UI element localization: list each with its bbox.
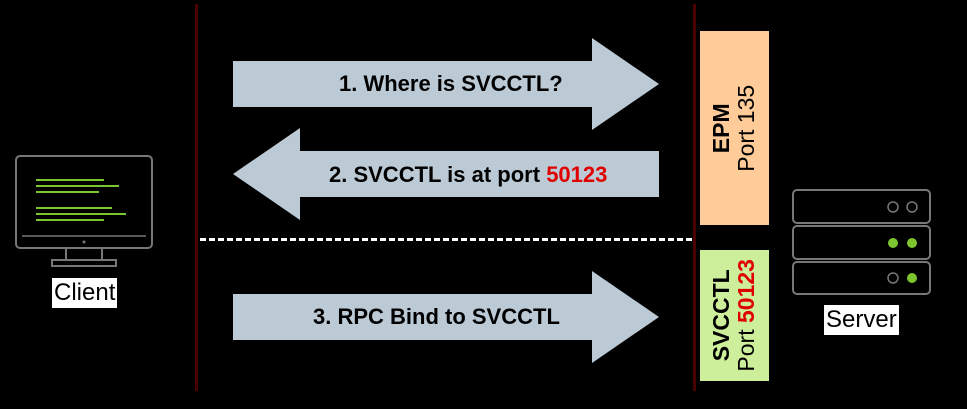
server-label: Server <box>824 305 899 335</box>
svcctl-port: Port 50123 <box>733 259 760 372</box>
server-lifeline <box>693 4 696 391</box>
computer-monitor-icon <box>15 155 153 267</box>
dashed-separator <box>200 238 692 241</box>
arrow-bind-right <box>233 271 659 363</box>
arrow-2-label-text: 2. SVCCTL is at port <box>329 162 547 187</box>
arrow-2-port-highlight: 50123 <box>546 162 608 187</box>
epm-name: EPM <box>708 103 735 153</box>
arrow-request-right <box>233 38 659 130</box>
arrow-1-label: 1. Where is SVCCTL? <box>339 71 563 96</box>
arrow-response-left <box>233 128 659 220</box>
arrow-3-label: 3. RPC Bind to SVCCTL <box>313 304 560 329</box>
svcctl-endpoint-box: SVCCTL Port 50123 <box>700 250 769 381</box>
epm-port: Port 135 <box>733 84 760 172</box>
epm-endpoint-box: EPM Port 135 <box>700 31 769 225</box>
client-label: Client <box>52 278 118 308</box>
arrow-2-label: 2. SVCCTL is at port 50123 <box>329 162 607 188</box>
server-rack-icon <box>792 189 931 295</box>
client-lifeline <box>195 4 198 391</box>
svcctl-name: SVCCTL <box>708 269 735 362</box>
